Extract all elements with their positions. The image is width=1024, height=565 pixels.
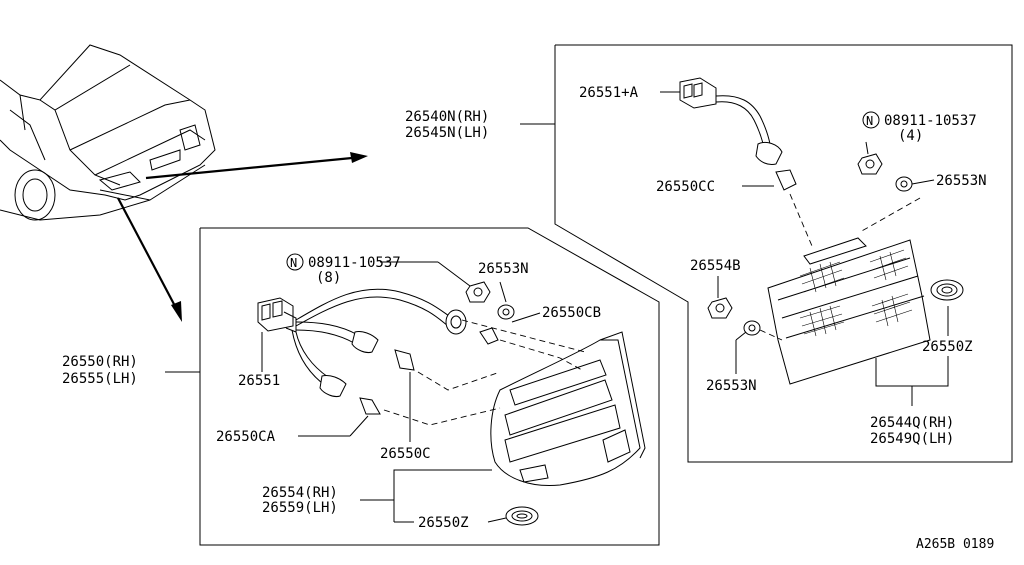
inner-harness	[715, 95, 771, 149]
label-26550ca[interactable]: 26550CA	[216, 429, 276, 445]
outer-dashed-guides	[383, 319, 586, 426]
nut-code-circle	[862, 111, 880, 129]
label-26550[interactable]: 26550(RH)	[62, 354, 138, 370]
nut-icon	[707, 153, 883, 319]
diagram-id: A265B 0189	[916, 537, 994, 552]
label-26551[interactable]: 26551	[238, 373, 280, 389]
label-26553n-inner-bottom[interactable]: 26553N	[706, 378, 757, 394]
label-26549q[interactable]: 26549Q(LH)	[870, 431, 954, 447]
connector-icon	[257, 297, 297, 333]
direction-arrows	[117, 152, 368, 322]
qty-inner: (4)	[898, 128, 923, 144]
packing-coil-icon	[505, 506, 539, 526]
tail-lamp-icon	[767, 237, 931, 385]
seal-washer-icon	[743, 176, 913, 336]
inner-lens-label: 26544Q(RH) 26549Q(LH)	[870, 415, 954, 447]
outer-leaders	[261, 261, 541, 523]
packing-coil-icon	[930, 279, 964, 301]
label-26544q[interactable]: 26544Q(RH)	[870, 415, 954, 431]
label-26553n-outer[interactable]: 26553N	[478, 261, 529, 277]
label-26554b[interactable]: 26554B	[690, 258, 741, 274]
label-26550z-inner[interactable]: 26550Z	[922, 339, 973, 355]
label-26550c[interactable]: 26550C	[380, 446, 431, 462]
inner-leaders	[660, 91, 949, 406]
outer-lamp-assembly-label: 26550(RH) 26555(LH)	[62, 354, 138, 387]
nut-icon	[465, 281, 491, 303]
label-26550cb[interactable]: 26550CB	[542, 305, 601, 321]
label-26540n[interactable]: 26540N(RH)	[405, 109, 489, 125]
label-08911-10537-inner[interactable]: 08911-10537	[884, 113, 977, 129]
bulb-socket-icon	[319, 309, 499, 415]
outer-harness	[291, 288, 453, 384]
qty-outer: (8)	[316, 270, 341, 286]
car-rear-icon	[0, 44, 216, 221]
inner-dashed-guides	[759, 193, 921, 341]
connector-icon	[679, 77, 717, 109]
nut-code-outer: N	[290, 256, 297, 270]
label-26553n-inner-top[interactable]: 26553N	[936, 173, 987, 189]
inner-lamp-frame	[520, 44, 1013, 463]
bulb-socket-icon	[755, 141, 797, 191]
label-26545n[interactable]: 26545N(LH)	[405, 125, 489, 141]
nut-code-inner: N	[866, 114, 873, 128]
label-26559[interactable]: 26559(LH)	[262, 500, 338, 516]
tail-lamp-icon	[490, 331, 646, 487]
seal-washer-icon	[497, 304, 515, 320]
label-26550z-outer[interactable]: 26550Z	[418, 515, 469, 531]
label-26550cc[interactable]: 26550CC	[656, 179, 715, 195]
label-26551-a[interactable]: 26551+A	[579, 85, 639, 101]
label-26555[interactable]: 26555(LH)	[62, 371, 138, 387]
inner-lamp-assembly-label: 26540N(RH) 26545N(LH)	[405, 109, 489, 141]
outer-lamp-frame	[165, 227, 660, 546]
nut-code-circle	[286, 253, 304, 271]
label-08911-10537-outer[interactable]: 08911-10537	[308, 255, 401, 271]
outer-lens-label: 26554(RH) 26559(LH)	[262, 485, 338, 516]
label-26554[interactable]: 26554(RH)	[262, 485, 338, 501]
